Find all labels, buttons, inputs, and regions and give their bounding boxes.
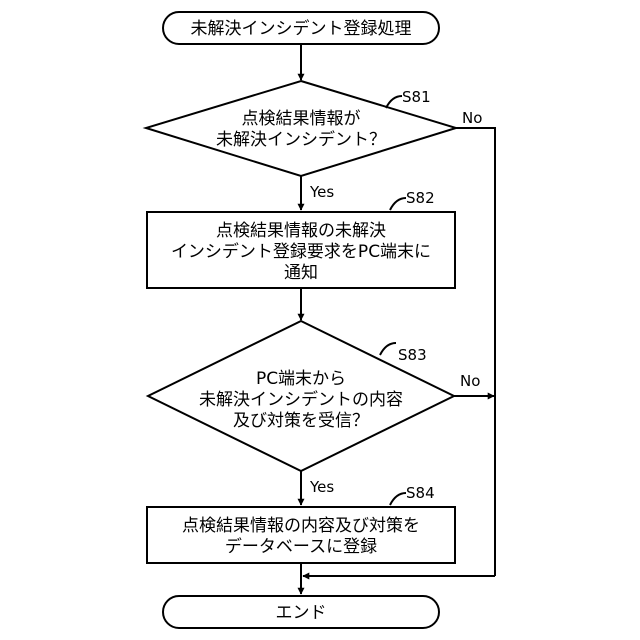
step-id-s83: S83 — [398, 346, 427, 364]
s83-line-2: 未解決インシデントの内容 — [199, 389, 403, 410]
step-id-s84: S84 — [406, 484, 435, 502]
s83-line-3: 及び対策を受信？ — [233, 411, 369, 431]
s81-no-line — [456, 128, 495, 576]
s83-no-label: No — [460, 372, 480, 390]
s84-line-1: 点検結果情報の内容及び対策を — [182, 516, 420, 536]
s82-line-1: 点検結果情報の未解決 — [216, 221, 386, 241]
start-label: 未解決インシデント登録処理 — [191, 18, 412, 39]
s81-line-2: 未解決インシデント？ — [216, 129, 386, 150]
s83-line-1: PC端末から — [256, 369, 346, 389]
end-label: エンド — [276, 603, 327, 623]
s82-label-leader — [390, 198, 406, 210]
s81-yes-label: Yes — [309, 183, 334, 201]
s81-no-label: No — [462, 109, 482, 127]
s81-label-leader — [386, 96, 402, 108]
s84-line-2: データベースに登録 — [225, 536, 377, 557]
s83-yes-label: Yes — [309, 478, 334, 496]
s83-label-leader — [380, 343, 396, 355]
step-id-s81: S81 — [402, 88, 431, 106]
step-id-s82: S82 — [406, 189, 435, 207]
s84-label-leader — [390, 493, 406, 505]
s82-line-3: 通知 — [284, 263, 318, 283]
s81-line-1: 点検結果情報が — [242, 109, 361, 129]
s82-line-2: インシデント登録要求をPC端末に — [171, 241, 431, 262]
